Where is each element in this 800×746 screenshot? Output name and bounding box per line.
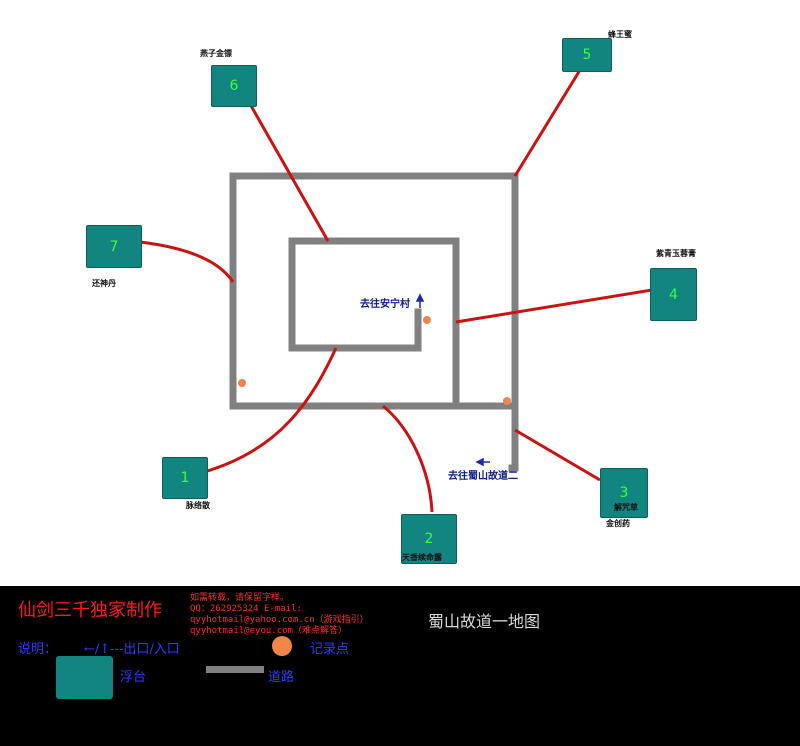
platform-6-label: 燕子金镖 [200, 49, 232, 58]
roads [229, 172, 519, 472]
legend-road-label: 道路 [268, 670, 295, 685]
link-platform-2 [382, 404, 434, 513]
legend-save-point-label: 记录点 [310, 642, 350, 657]
legend-panel: 仙剑三千独家制作 如需转载，请保留字样。 QQ：262925324 E-mail… [0, 586, 800, 746]
save-point [503, 397, 511, 405]
road-outer-loop [229, 172, 519, 410]
platform-3-label: 解咒草 [614, 503, 638, 512]
platform-6[interactable]: 6 [211, 65, 257, 107]
arrow-left-head [475, 457, 484, 467]
arrow-up-head [415, 293, 425, 302]
author-title: 仙剑三千独家制作 [18, 600, 162, 621]
platform-4-label: 紫青玉蓉膏 [656, 249, 696, 258]
link-platform-1 [203, 347, 338, 474]
platform-3-label-2: 金创药 [606, 519, 630, 528]
platform-number: 4 [669, 286, 678, 303]
legend-platform-label: 浮台 [120, 670, 147, 685]
platform-number: 5 [582, 47, 592, 63]
map-name: 蜀山故道一地图 [428, 612, 541, 631]
road-exit-south [508, 402, 519, 472]
platform-4[interactable]: 4 [650, 268, 697, 321]
platform-number: 7 [109, 238, 119, 255]
platform-2-label: 天香续命露 [402, 553, 442, 562]
platform-7[interactable]: 7 [86, 225, 142, 268]
platform-3[interactable]: 3 [600, 468, 648, 518]
platform-links [139, 69, 653, 513]
platform-7-label: 还神丹 [92, 279, 116, 288]
save-point [238, 379, 246, 387]
exit-arrows [415, 293, 490, 467]
legend-explain-label: 说明： [18, 642, 58, 657]
platform-1-label: 脉络散 [186, 501, 210, 510]
save-point [423, 316, 431, 324]
exit-label-shushan-2: 去往蜀山故道二 [448, 471, 518, 482]
link-platform-6 [248, 103, 330, 242]
platform-2[interactable]: 2 [401, 514, 457, 564]
platform-number: 3 [619, 485, 629, 501]
copyright-note: 如需转载，请保留字样。 [190, 593, 290, 603]
legend-road-icon [206, 666, 264, 673]
map-area: 1 脉络散 2 天香续命露 3 解咒草 金创药 4 紫青玉蓉膏 5 蜂王蜜 6 … [86, 30, 697, 564]
map-svg [139, 69, 653, 513]
link-platform-4 [455, 288, 653, 324]
contact-qq: QQ：262925324 E-mail: [190, 604, 302, 614]
link-platform-5 [513, 69, 582, 177]
legend-arrows-label: ←/↑---出口/入口 [84, 642, 180, 657]
contact-email-2: qyyhotmail@eyou.com（难点解答） [190, 626, 347, 636]
contact-email-1: qyyhotmail@yahoo.com.cn（游戏指引） [190, 615, 369, 625]
legend-platform-icon [56, 656, 113, 699]
road-inner-loop [288, 237, 460, 410]
platform-number: 1 [180, 470, 190, 486]
link-platform-3 [514, 428, 601, 482]
platform-1[interactable]: 1 [162, 457, 208, 499]
legend-save-point-icon [272, 636, 292, 656]
platform-5-label: 蜂王蜜 [608, 30, 632, 39]
platform-number: 6 [229, 78, 239, 94]
platform-number: 2 [424, 531, 434, 547]
platform-5[interactable]: 5 [562, 38, 612, 72]
exit-label-anning: 去往安宁村 [360, 299, 410, 310]
link-platform-7 [139, 240, 235, 283]
